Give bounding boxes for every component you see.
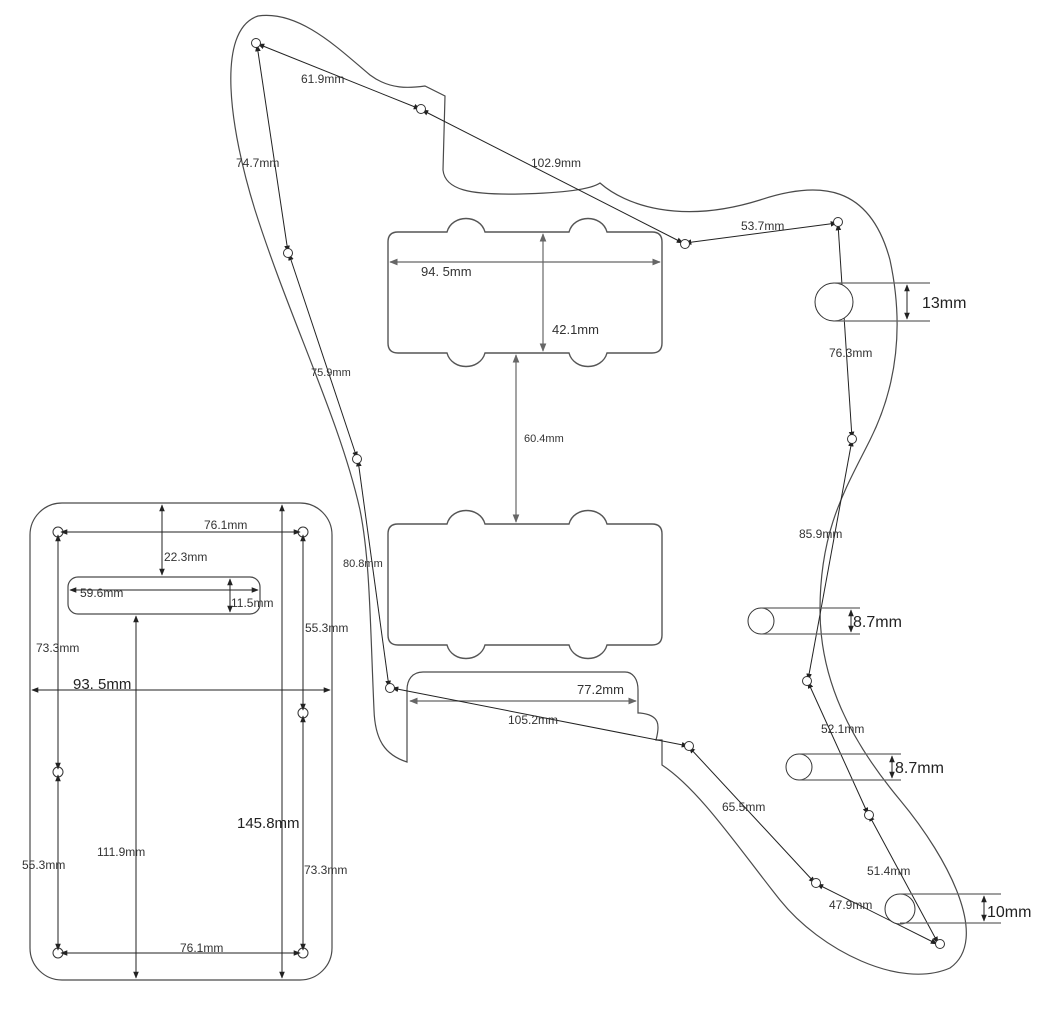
spacing-label-47-9: 47.9mm xyxy=(829,898,872,912)
trem-cover-slot xyxy=(67,576,261,615)
bridge-pickup-cutout xyxy=(387,509,663,660)
pickup-width-label: 94. 5mm xyxy=(421,264,472,279)
screw-spacing-lines xyxy=(255,43,939,945)
screw-holes xyxy=(251,38,945,949)
pickup-spacing-label: 60.4mm xyxy=(524,433,564,445)
spacing-label-85-9: 85.9mm xyxy=(799,527,842,541)
trem-top-screw-label: 76.1mm xyxy=(204,518,247,532)
roller-lower-label: 8.7mm xyxy=(895,760,944,777)
roller-upper-label: 8.7mm xyxy=(853,614,902,631)
jack-hole xyxy=(884,893,1001,925)
trem-slot-width-label: 59.6mm xyxy=(80,586,123,600)
volume-hole-label: 13mm xyxy=(922,295,966,312)
spacing-label-102-9: 102.9mm xyxy=(531,156,581,170)
trem-width-label: 93. 5mm xyxy=(73,676,131,693)
trem-slot-height-label: 11.5mm xyxy=(231,596,273,610)
spacing-label-80-8: 80.8mm xyxy=(343,558,383,570)
spacing-label-52-1: 52.1mm xyxy=(821,722,864,736)
trem-left-lower-label: 55.3mm xyxy=(22,858,65,872)
trem-top-to-slot-label: 22.3mm xyxy=(164,550,207,564)
trem-height-label: 145.8mm xyxy=(237,815,300,832)
pickup-height-label: 42.1mm xyxy=(552,322,599,337)
trem-right-lower-label: 73.3mm xyxy=(304,863,347,877)
trem-cover-outline xyxy=(29,502,333,981)
trem-left-upper-label: 73.3mm xyxy=(36,641,79,655)
trem-cover-dimensions xyxy=(31,504,331,979)
pickguard-outline xyxy=(230,14,967,975)
volume-knob-hole xyxy=(814,282,930,322)
jack-hole-label: 10mm xyxy=(987,904,1031,921)
bridge-cutout-label: 77.2mm xyxy=(577,682,624,697)
spacing-label-76-3: 76.3mm xyxy=(829,346,872,360)
spacing-label-74-7: 74.7mm xyxy=(236,156,279,170)
roller-lower-hole xyxy=(785,753,901,781)
spacing-label-105-2: 105.2mm xyxy=(508,713,558,727)
spacing-label-75-9: 75.9mm xyxy=(311,367,351,379)
spacing-label-65-5: 65.5mm xyxy=(722,800,765,814)
spacing-label-61-9: 61.9mm xyxy=(301,72,344,86)
neck-pickup-cutout xyxy=(387,217,663,368)
spacing-label-53-7: 53.7mm xyxy=(741,219,784,233)
roller-upper-hole xyxy=(747,607,860,635)
trem-right-upper-label: 55.3mm xyxy=(305,621,348,635)
trem-bottom-screw-label: 76.1mm xyxy=(180,941,223,955)
trem-slot-to-bottom-label: 111.9mm xyxy=(97,845,145,859)
spacing-label-51-4: 51.4mm xyxy=(867,864,910,878)
